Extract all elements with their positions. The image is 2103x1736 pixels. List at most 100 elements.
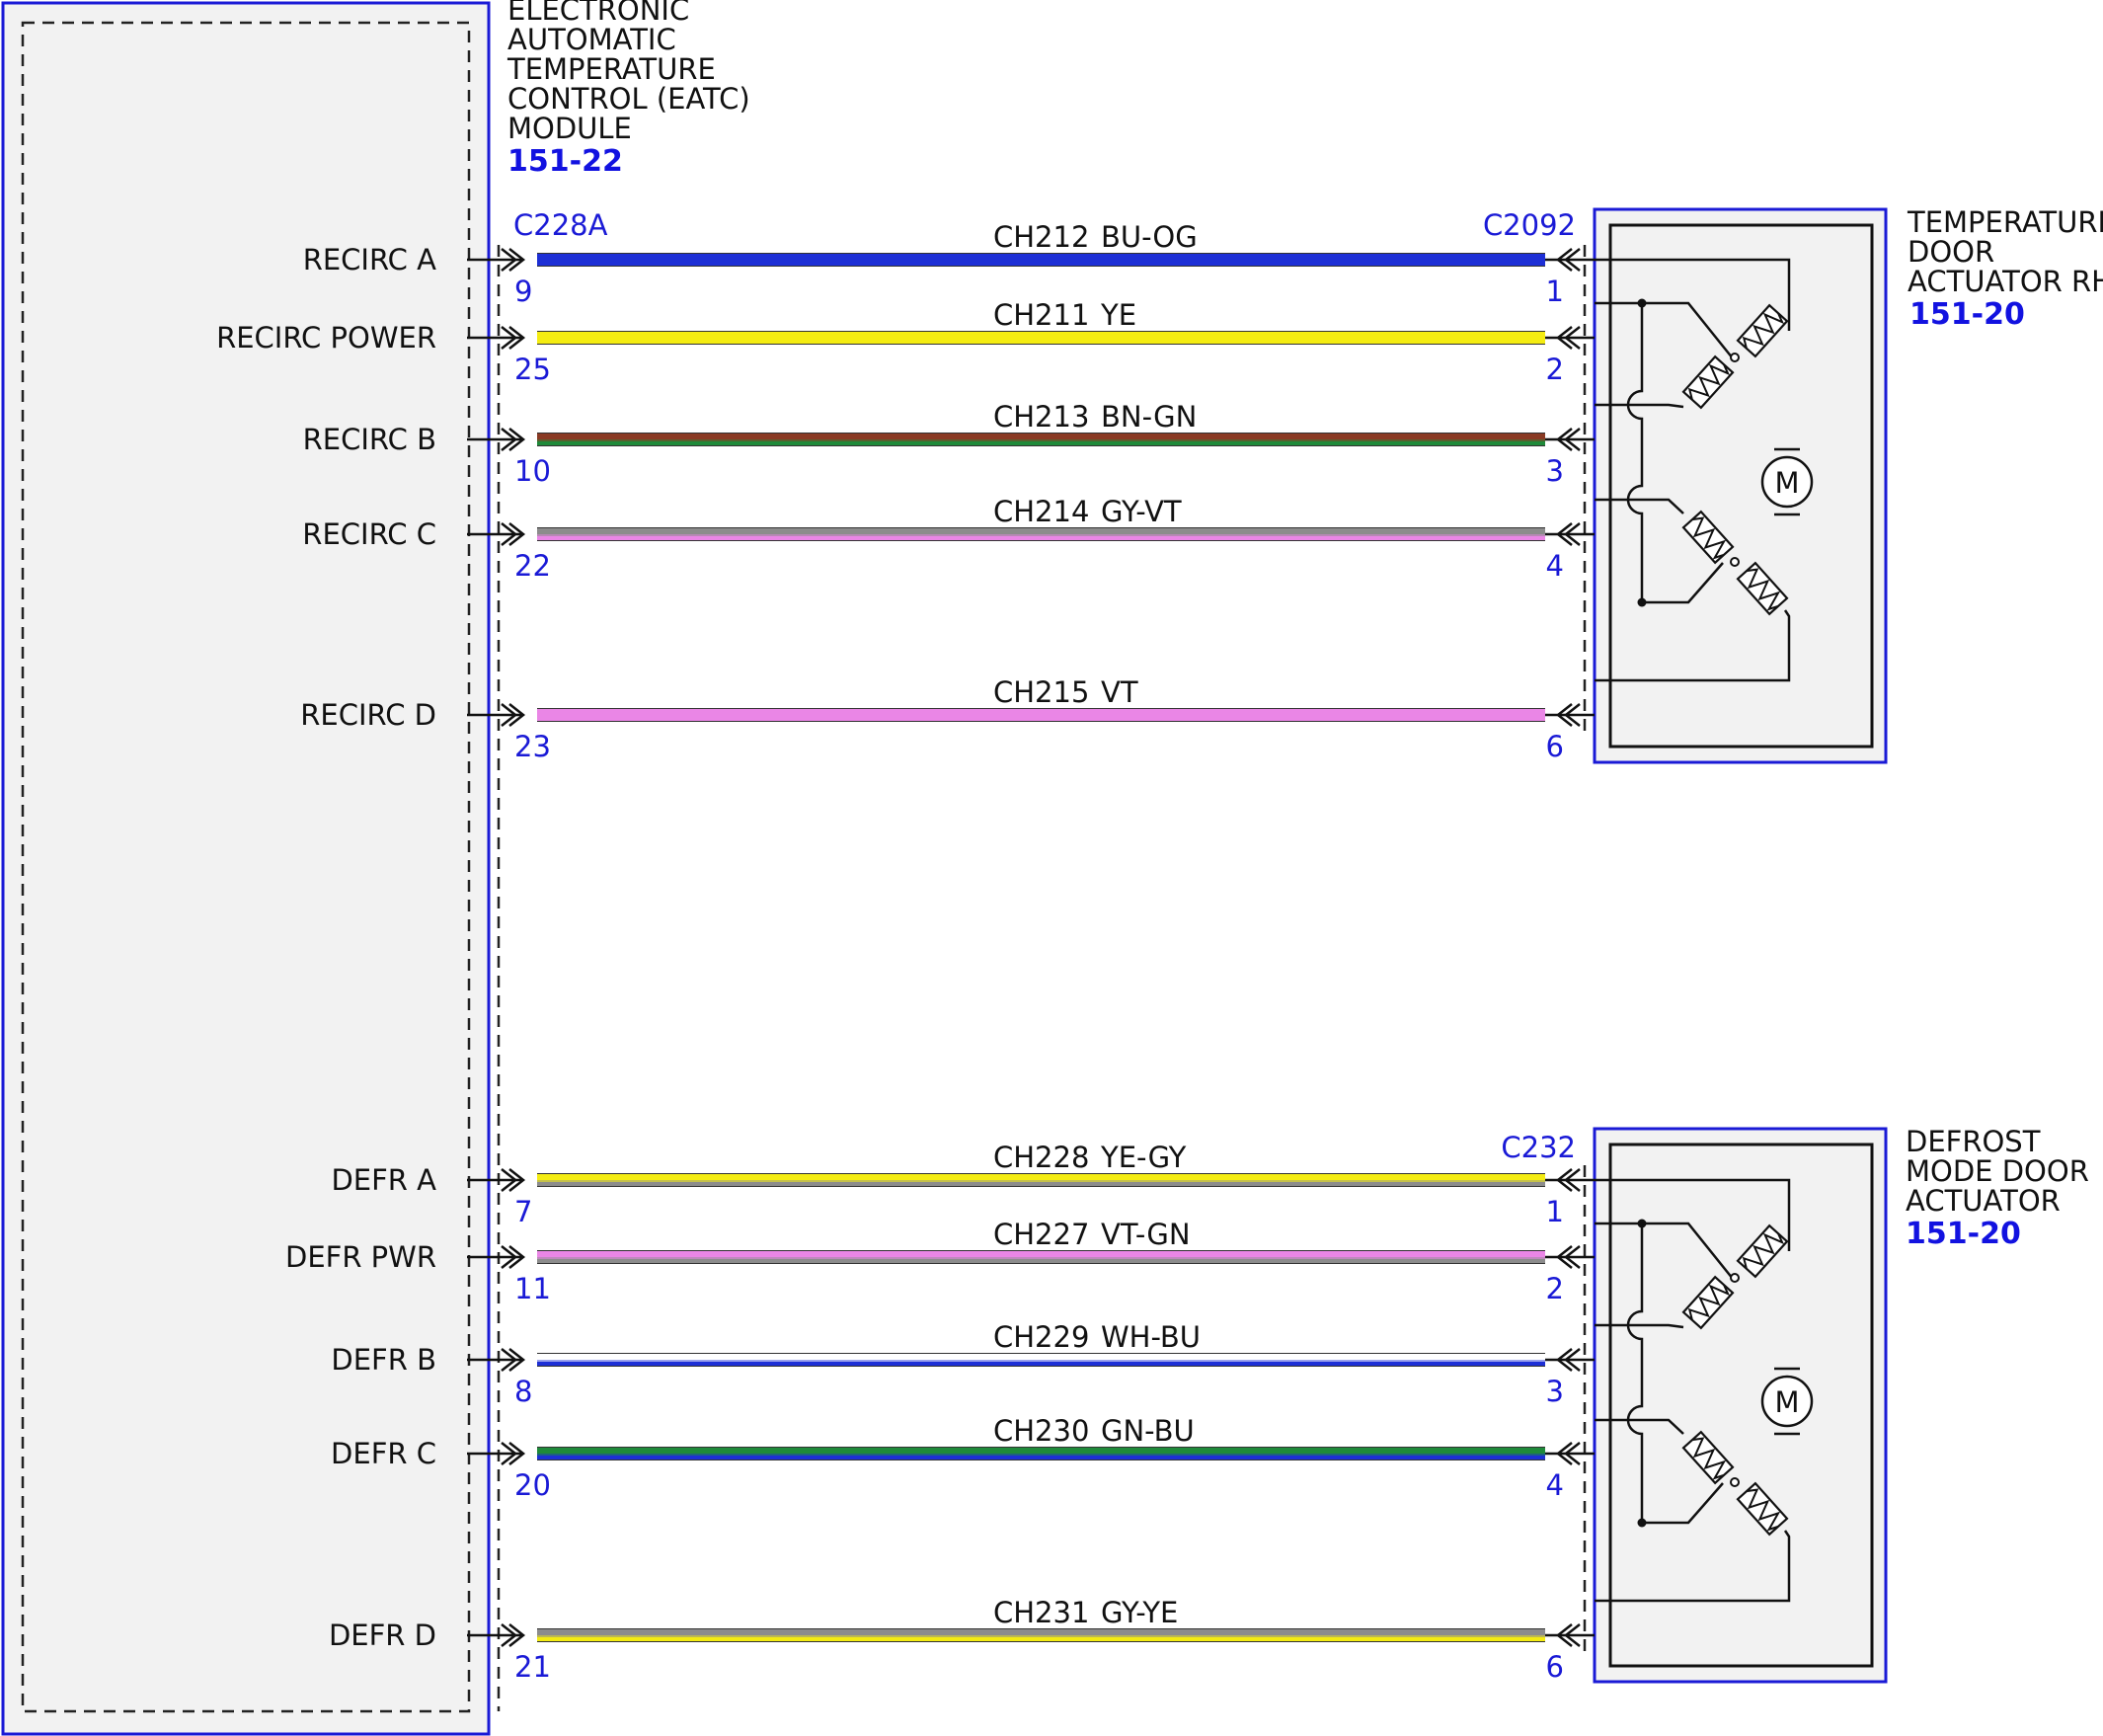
wire-color-code: YE-GY: [1100, 1141, 1187, 1174]
signal-label: RECIRC D: [300, 698, 436, 732]
pin-number-right: 3: [1546, 1375, 1564, 1408]
defrost-mode-door-actuator: M: [1593, 1127, 1888, 1684]
wire-stripe-color: [537, 260, 1545, 266]
wire-primary-color: [537, 434, 1545, 439]
connector-terminal-right: [1555, 248, 1581, 272]
temp-actuator-ref-link[interactable]: 151-20: [1909, 297, 2025, 332]
defrost-actuator-title-line-3: ACTUATOR: [1906, 1184, 2061, 1218]
temperature-door-actuator: M: [1593, 207, 1888, 764]
defrost-actuator-inner: [1608, 1143, 1874, 1668]
center-tap: [1730, 557, 1740, 567]
wire-center-band: [537, 1358, 1545, 1362]
wire-stripe-color: [537, 534, 1545, 540]
trace: [1642, 1222, 1734, 1280]
wire-center-band: [537, 1255, 1545, 1259]
circuit-id: CH215: [993, 675, 1089, 709]
wire-stripe-color: [537, 1635, 1545, 1641]
trace: [1642, 1482, 1724, 1525]
connector-terminal-right: [1555, 428, 1581, 451]
connector-terminal-right: [1555, 1168, 1581, 1192]
wire-primary-color: [537, 1629, 1545, 1635]
wire-color-code: BU-OG: [1101, 220, 1198, 254]
signal-label: RECIRC B: [303, 423, 436, 456]
center-tap: [1730, 1273, 1740, 1283]
wire-center-band: [537, 258, 1545, 262]
connector-terminal-left: [501, 326, 526, 350]
wire-center-band: [537, 532, 1545, 536]
wire-stripe-color: [537, 1180, 1545, 1186]
connector-terminal-left: [501, 428, 526, 451]
circuit-id: CH227: [993, 1218, 1089, 1251]
wire-stripe-color: [537, 439, 1545, 445]
wire-center-band: [537, 713, 1545, 717]
defrost-actuator-title-line-1: DEFROST: [1906, 1125, 2041, 1158]
signal-label: RECIRC A: [303, 243, 436, 276]
eatc-title-line-2: AUTOMATIC: [507, 23, 676, 56]
circuit-id: CH230: [993, 1414, 1089, 1448]
trace: [1642, 301, 1734, 359]
defrost-actuator-ref-link[interactable]: 151-20: [1906, 1217, 2021, 1251]
pin-number-right: 4: [1546, 1468, 1564, 1502]
pin-number-left: 9: [514, 275, 532, 308]
trace: [1595, 1418, 1684, 1435]
motor-label: M: [1774, 466, 1799, 500]
pin-number-right: 1: [1546, 1195, 1564, 1228]
wire-stripe-color: [537, 1454, 1545, 1460]
connector-terminal-right: [1555, 1623, 1581, 1647]
eatc-title-line-3: TEMPERATURE: [506, 52, 716, 86]
circuit-id: CH211: [993, 298, 1089, 332]
pin-number-right: 6: [1546, 1650, 1564, 1684]
eatc-module-outline: [1, 1, 491, 1736]
connector-terminal-right: [1555, 326, 1581, 350]
pin-number-left: 21: [514, 1650, 551, 1684]
trace: [1595, 1323, 1684, 1329]
pin-number-right: 2: [1546, 353, 1564, 386]
pin-number-right: 2: [1546, 1272, 1564, 1305]
trace: [1595, 498, 1684, 514]
signal-label: DEFR D: [329, 1618, 436, 1652]
eatc-module-inner-boundary: [21, 21, 471, 1713]
pin-number-right: 6: [1546, 730, 1564, 763]
pin-number-left: 22: [514, 549, 551, 583]
wire-color-code: VT-GN: [1101, 1218, 1191, 1251]
connector-terminal-right: [1555, 522, 1581, 546]
motor-label: M: [1774, 1385, 1799, 1419]
defrost-actuator-title-line-2: MODE DOOR: [1906, 1154, 2089, 1188]
connector-terminal-left: [501, 1245, 526, 1269]
trace: [1626, 1223, 1644, 1523]
connector-terminal-left: [501, 703, 526, 727]
pin-number-left: 7: [514, 1195, 532, 1228]
eatc-ref-link[interactable]: 151-22: [507, 144, 623, 179]
connector-terminal-right: [1555, 1245, 1581, 1269]
wire-primary-color: [537, 1448, 1545, 1454]
wire-color-code: GN-BU: [1101, 1414, 1195, 1448]
wire-stripe-color: [537, 715, 1545, 721]
connector-c232-label: C232: [1501, 1131, 1576, 1164]
signal-label: RECIRC C: [302, 517, 436, 551]
coil-icon: [1736, 1223, 1789, 1279]
connector-terminal-left: [501, 1348, 526, 1372]
connector-terminal-right: [1555, 1442, 1581, 1465]
connector-terminal-left: [501, 1623, 526, 1647]
eatc-title-line-4: CONTROL (EATC): [507, 82, 750, 116]
wire-center-band: [537, 437, 1545, 441]
coil-icon: [1681, 1275, 1735, 1330]
center-tap: [1730, 1477, 1740, 1487]
wire-center-band: [537, 1178, 1545, 1182]
wire-center-band: [537, 1633, 1545, 1637]
temperature-actuator-inner: [1608, 223, 1874, 749]
pin-number-right: 3: [1546, 454, 1564, 488]
connector-terminal-right: [1555, 703, 1581, 727]
trace: [1626, 303, 1644, 602]
temp-actuator-title-line-2: DOOR: [1908, 235, 1994, 269]
wire-color-code: GY-VT: [1101, 495, 1182, 528]
defrost-actuator-schematic: [1595, 1178, 1791, 1603]
connector-terminal-right: [1555, 1348, 1581, 1372]
pin-number-right: 4: [1546, 549, 1564, 583]
